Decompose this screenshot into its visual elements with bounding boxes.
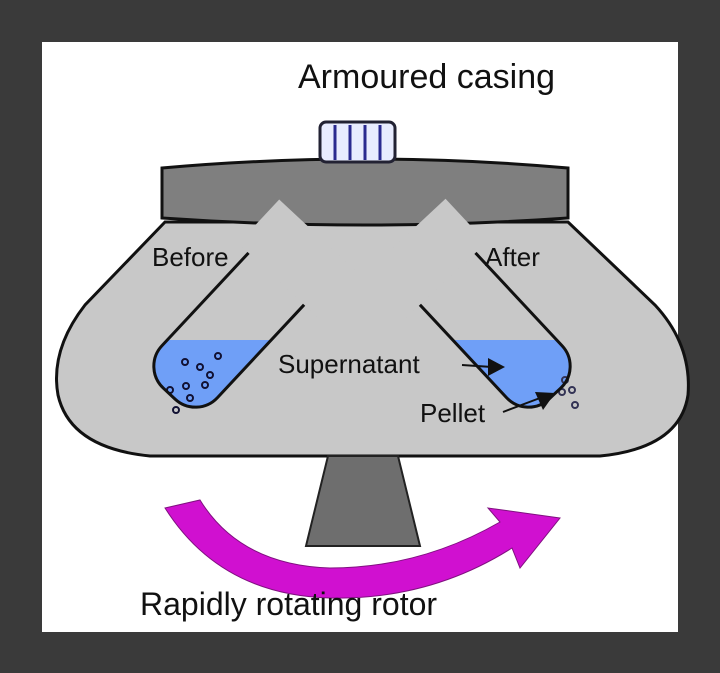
label-before: Before	[152, 242, 229, 272]
label-supernatant: Supernatant	[278, 349, 420, 379]
rotation-arrow	[164, 499, 561, 599]
pellet-pointer	[502, 392, 555, 413]
supernatant-pointer	[461, 358, 505, 376]
title-armoured-casing: Armoured casing	[298, 58, 555, 96]
lid	[160, 157, 570, 227]
label-after: After	[485, 242, 540, 272]
rotor-stand	[304, 455, 422, 547]
knob	[318, 120, 397, 164]
label-pellet: Pellet	[420, 398, 486, 428]
caption-rotating-rotor: Rapidly rotating rotor	[140, 586, 437, 622]
